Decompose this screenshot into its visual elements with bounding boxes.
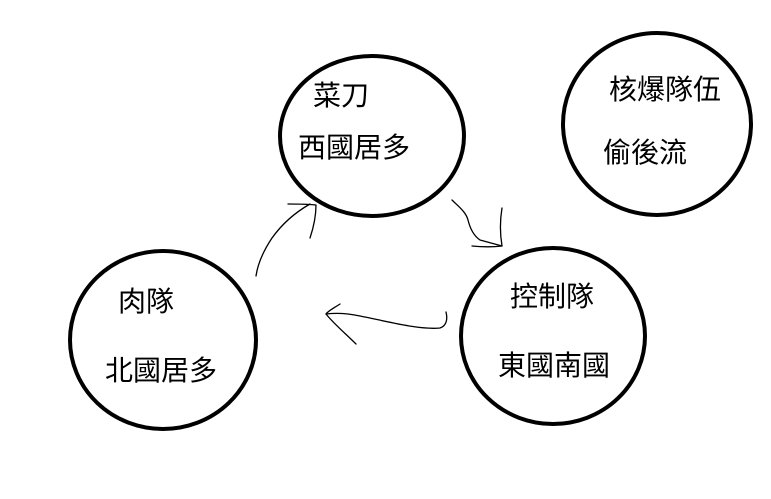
edge-top-to-right-line	[451, 199, 503, 247]
node-top-line1: 菜刀	[313, 79, 369, 112]
node-top-line2: 西國居多	[298, 131, 410, 164]
edge-left-to-top-arrowhead	[287, 203, 317, 239]
node-right-circle	[459, 246, 647, 426]
edge-right-to-left-line	[325, 311, 448, 329]
node-left: 肉隊 北國居多	[68, 249, 258, 431]
node-left-line2: 北國居多	[105, 354, 217, 387]
node-left-circle	[68, 249, 258, 431]
edge-top-to-right-arrowhead	[471, 207, 503, 248]
node-top-circle	[278, 54, 466, 218]
edge-right-to-left	[325, 303, 448, 345]
node-left-line1: 肉隊	[118, 285, 174, 318]
node-right-line2: 東國南國	[498, 349, 610, 382]
node-isolated-line1: 核爆隊伍	[609, 73, 721, 106]
node-top: 菜刀 西國居多	[278, 54, 466, 218]
node-isolated: 核爆隊伍 偷後流	[561, 31, 753, 217]
edge-top-to-right	[451, 199, 503, 248]
edge-left-to-top	[255, 203, 317, 277]
node-right: 控制隊 東國南國	[459, 246, 647, 426]
node-isolated-circle	[561, 31, 753, 217]
node-isolated-line2: 偷後流	[603, 136, 687, 169]
edge-left-to-top-line	[255, 203, 311, 277]
edge-right-to-left-arrowhead	[325, 303, 357, 345]
node-right-line1: 控制隊	[510, 280, 594, 313]
